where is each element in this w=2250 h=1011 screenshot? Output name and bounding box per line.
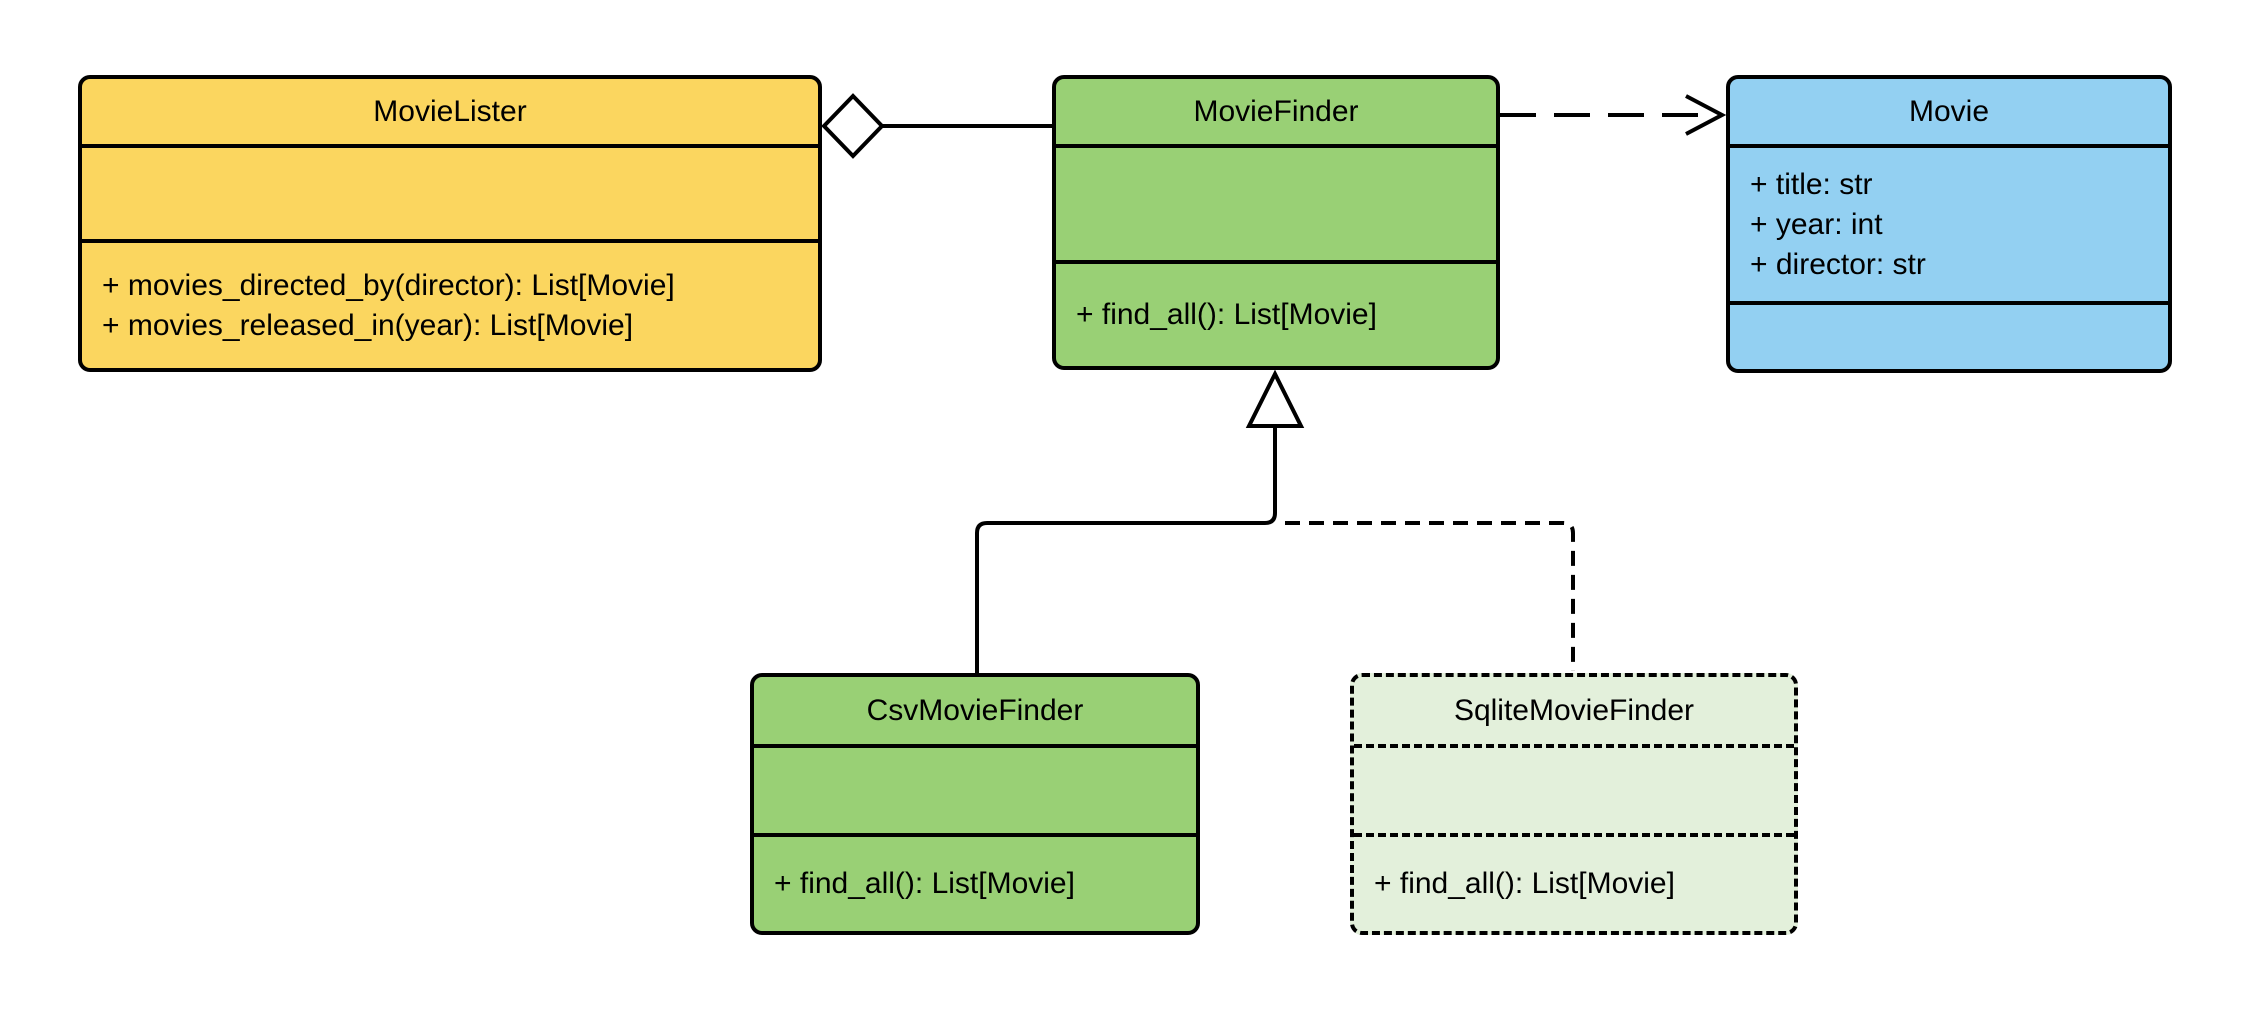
method-label: + find_all(): List[Movie]: [774, 867, 1075, 900]
aggregation-diamond-icon: [821, 93, 885, 159]
inheritance-triangle-icon: [1245, 369, 1305, 428]
class-movie[interactable]: Movie + title: str + year: int + directo…: [1726, 75, 2172, 373]
class-name-label: SqliteMovieFinder: [1453, 693, 1695, 727]
dependency-open-arrow-icon: [1685, 94, 1727, 136]
relationship-inheritance-csvmoviefinder-moviefinder[interactable]: [975, 369, 1305, 673]
relationship-dependency-moviefinder-movie[interactable]: [1500, 94, 1727, 136]
relationship-inheritance-sqlitemoviefinder-moviefinder[interactable]: [1285, 521, 1575, 671]
attributes-section: [82, 144, 818, 239]
methods-section: + find_all(): List[Movie]: [1354, 833, 1794, 931]
attributes-section: + title: str + year: int + director: str: [1730, 144, 2168, 301]
method-label: + find_all(): List[Movie]: [1374, 867, 1675, 900]
class-name-label: CsvMovieFinder: [866, 693, 1084, 727]
method-label: + movies_released_in(year): List[Movie]: [102, 308, 634, 342]
inheritance-dashed-line: [1285, 521, 1575, 671]
attributes-section: [1354, 744, 1794, 833]
class-title: Movie: [1730, 79, 2168, 144]
class-name-label: Movie: [1908, 94, 1990, 128]
inheritance-solid-line: [975, 428, 1277, 673]
class-movielister[interactable]: MovieLister + movies_directed_by(directo…: [78, 75, 822, 372]
method-label: + find_all(): List[Movie]: [1076, 298, 1377, 331]
methods-section: [1730, 301, 2168, 369]
class-name-label: MovieLister: [373, 94, 527, 128]
class-name-label: MovieFinder: [1193, 94, 1359, 128]
attribute-label: + title: str: [1750, 167, 1873, 201]
attribute-label: + year: int: [1750, 207, 1883, 241]
attribute-label: + director: str: [1750, 247, 1926, 281]
class-title: MovieLister: [82, 79, 818, 144]
method-label: + movies_directed_by(director): List[Mov…: [102, 268, 675, 302]
class-title: CsvMovieFinder: [754, 677, 1196, 744]
class-csvmoviefinder[interactable]: CsvMovieFinder + find_all(): List[Movie]: [750, 673, 1200, 935]
relationship-aggregation-movielister-moviefinder[interactable]: [821, 93, 1052, 159]
methods-section: + find_all(): List[Movie]: [754, 833, 1196, 931]
methods-section: + movies_directed_by(director): List[Mov…: [82, 239, 818, 368]
methods-section: + find_all(): List[Movie]: [1056, 260, 1496, 366]
class-moviefinder[interactable]: MovieFinder + find_all(): List[Movie]: [1052, 75, 1500, 370]
class-sqlitemoviefinder[interactable]: SqliteMovieFinder + find_all(): List[Mov…: [1350, 673, 1798, 935]
attributes-section: [1056, 144, 1496, 260]
attributes-section: [754, 744, 1196, 833]
class-title: MovieFinder: [1056, 79, 1496, 144]
class-title: SqliteMovieFinder: [1354, 677, 1794, 744]
